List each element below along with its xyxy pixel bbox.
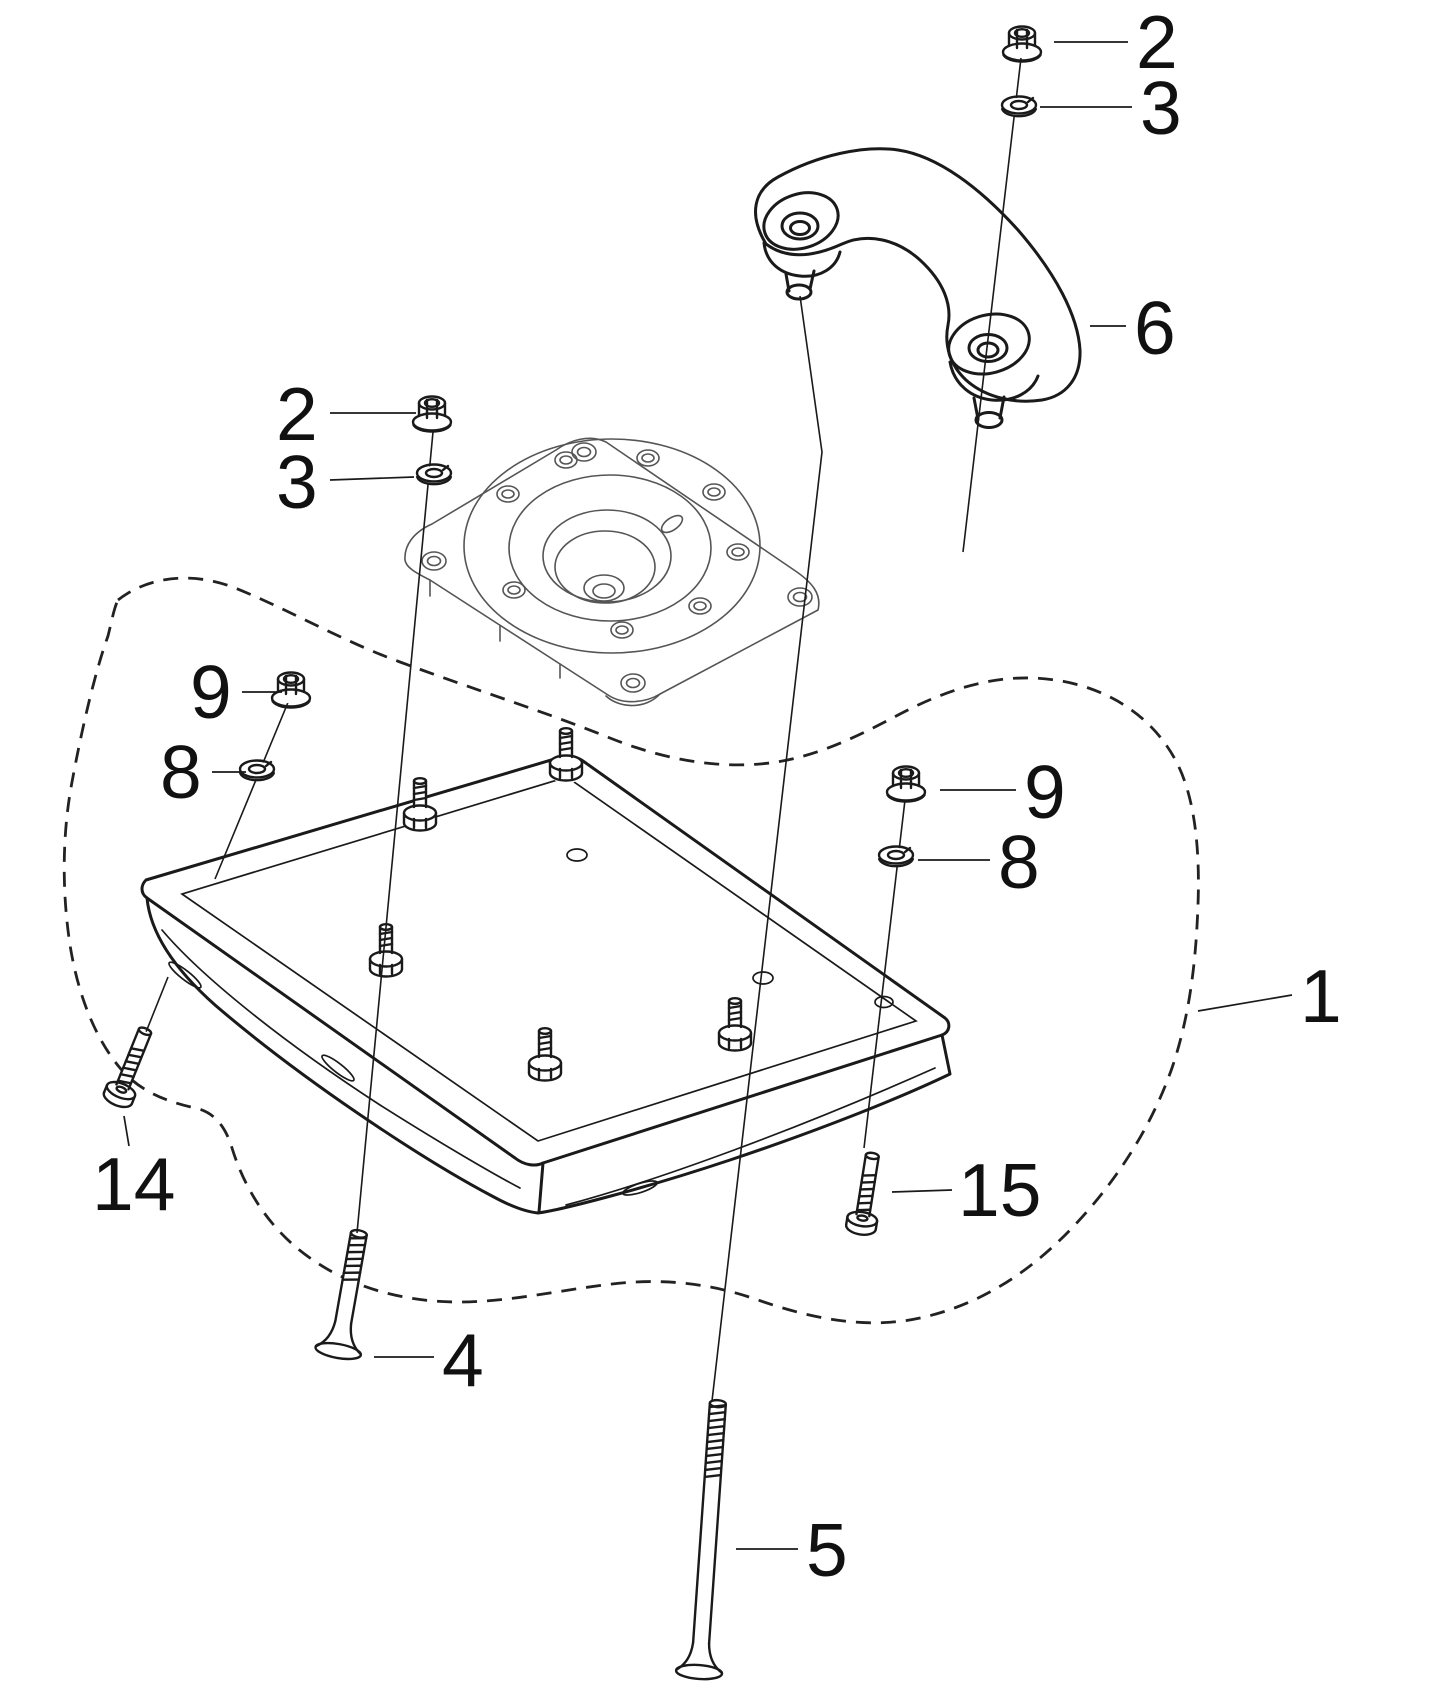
flange-boss-mid <box>508 474 712 622</box>
callout-base-plate: 1 <box>1300 954 1342 1038</box>
assembly-axis-line <box>145 976 169 1033</box>
callout-left-base-nut: 9 <box>190 650 232 734</box>
assembly-axis-line <box>356 431 434 1234</box>
leader-line <box>891 1189 953 1193</box>
bearing-flange <box>404 437 820 707</box>
callout-left-nut: 2 <box>276 372 318 456</box>
flange-bore-inner <box>554 530 656 604</box>
callout-top-nut: 2 <box>1136 0 1178 84</box>
handle-right-stub <box>998 395 1006 420</box>
spring-washer-base-left <box>238 759 276 782</box>
plate-slot <box>321 1054 355 1082</box>
callout-rear-screw: 15 <box>958 1148 1041 1232</box>
handle-right-lug-bottom <box>948 360 1040 402</box>
handle-right-lug <box>947 312 1031 376</box>
flange-screw-15 <box>843 1149 889 1238</box>
callout-handle: 6 <box>1134 286 1176 370</box>
lock-nut-base-right <box>885 764 927 803</box>
callout-right-base-washer: 8 <box>998 820 1040 904</box>
callout-top-washer: 3 <box>1140 66 1182 150</box>
leader-line <box>123 1115 130 1147</box>
flange-bore-top <box>542 509 672 603</box>
plate-hole <box>752 971 774 985</box>
plate-hole <box>566 848 588 862</box>
spring-washer-top <box>1000 95 1038 118</box>
leader-line <box>329 476 415 481</box>
flange-hub <box>583 574 625 602</box>
callout-left-stud: 4 <box>442 1318 484 1402</box>
flange-screw-14 <box>100 1021 162 1112</box>
flange-hub-hole <box>592 583 616 599</box>
assembly-axis-line <box>711 295 823 1402</box>
plate-corner-edge <box>537 1161 545 1214</box>
handle-left-lug <box>762 191 840 251</box>
plate-skirt-fold-left <box>161 929 521 1189</box>
stud-bolt-5 <box>674 1398 728 1681</box>
plate-skirt <box>145 896 952 1215</box>
assembly-axis-line <box>214 699 290 880</box>
handle-left-lug-hole <box>789 220 811 236</box>
flange-slot <box>660 514 684 534</box>
plate-top-face <box>140 754 951 1167</box>
plate-slot <box>621 1180 659 1196</box>
lock-nut-top <box>1001 24 1043 63</box>
leader-lines <box>123 41 1293 1550</box>
handle-left-lug-ring <box>780 211 820 241</box>
callout-right-base-nut: 9 <box>1024 750 1066 834</box>
leader-line <box>1197 994 1293 1012</box>
assembly-axis-line <box>962 57 1022 553</box>
spring-washer-base-right <box>877 845 915 868</box>
plate-slot <box>168 961 202 989</box>
callout-left-washer: 3 <box>276 440 318 524</box>
callout-front-screw: 14 <box>92 1142 175 1226</box>
flange-tab-holes <box>421 442 813 693</box>
handle-left-lug-bottom <box>762 241 842 278</box>
plate-top-rim <box>180 776 918 1142</box>
flange-thickness <box>605 693 661 707</box>
base-plate-boundary-dashed <box>62 576 1200 1325</box>
handle-bracket <box>754 147 1082 429</box>
plate-skirt-fold-right <box>565 1067 936 1206</box>
callout-left-base-washer: 8 <box>160 730 202 814</box>
handle-left-stub <box>808 269 816 291</box>
lock-nut-base-left <box>270 670 312 709</box>
base-plate <box>140 727 952 1215</box>
spring-washer-left <box>415 463 453 486</box>
stud-bolt-4 <box>314 1228 368 1361</box>
plate-stud <box>547 727 585 786</box>
flange-boss-outer <box>463 438 761 654</box>
handle-left-stub-end <box>785 283 813 301</box>
handle-right-stub-end <box>974 411 1004 429</box>
lock-nut-left <box>411 394 453 433</box>
callout-right-stud: 5 <box>806 1508 848 1592</box>
plate-hole <box>874 995 894 1009</box>
